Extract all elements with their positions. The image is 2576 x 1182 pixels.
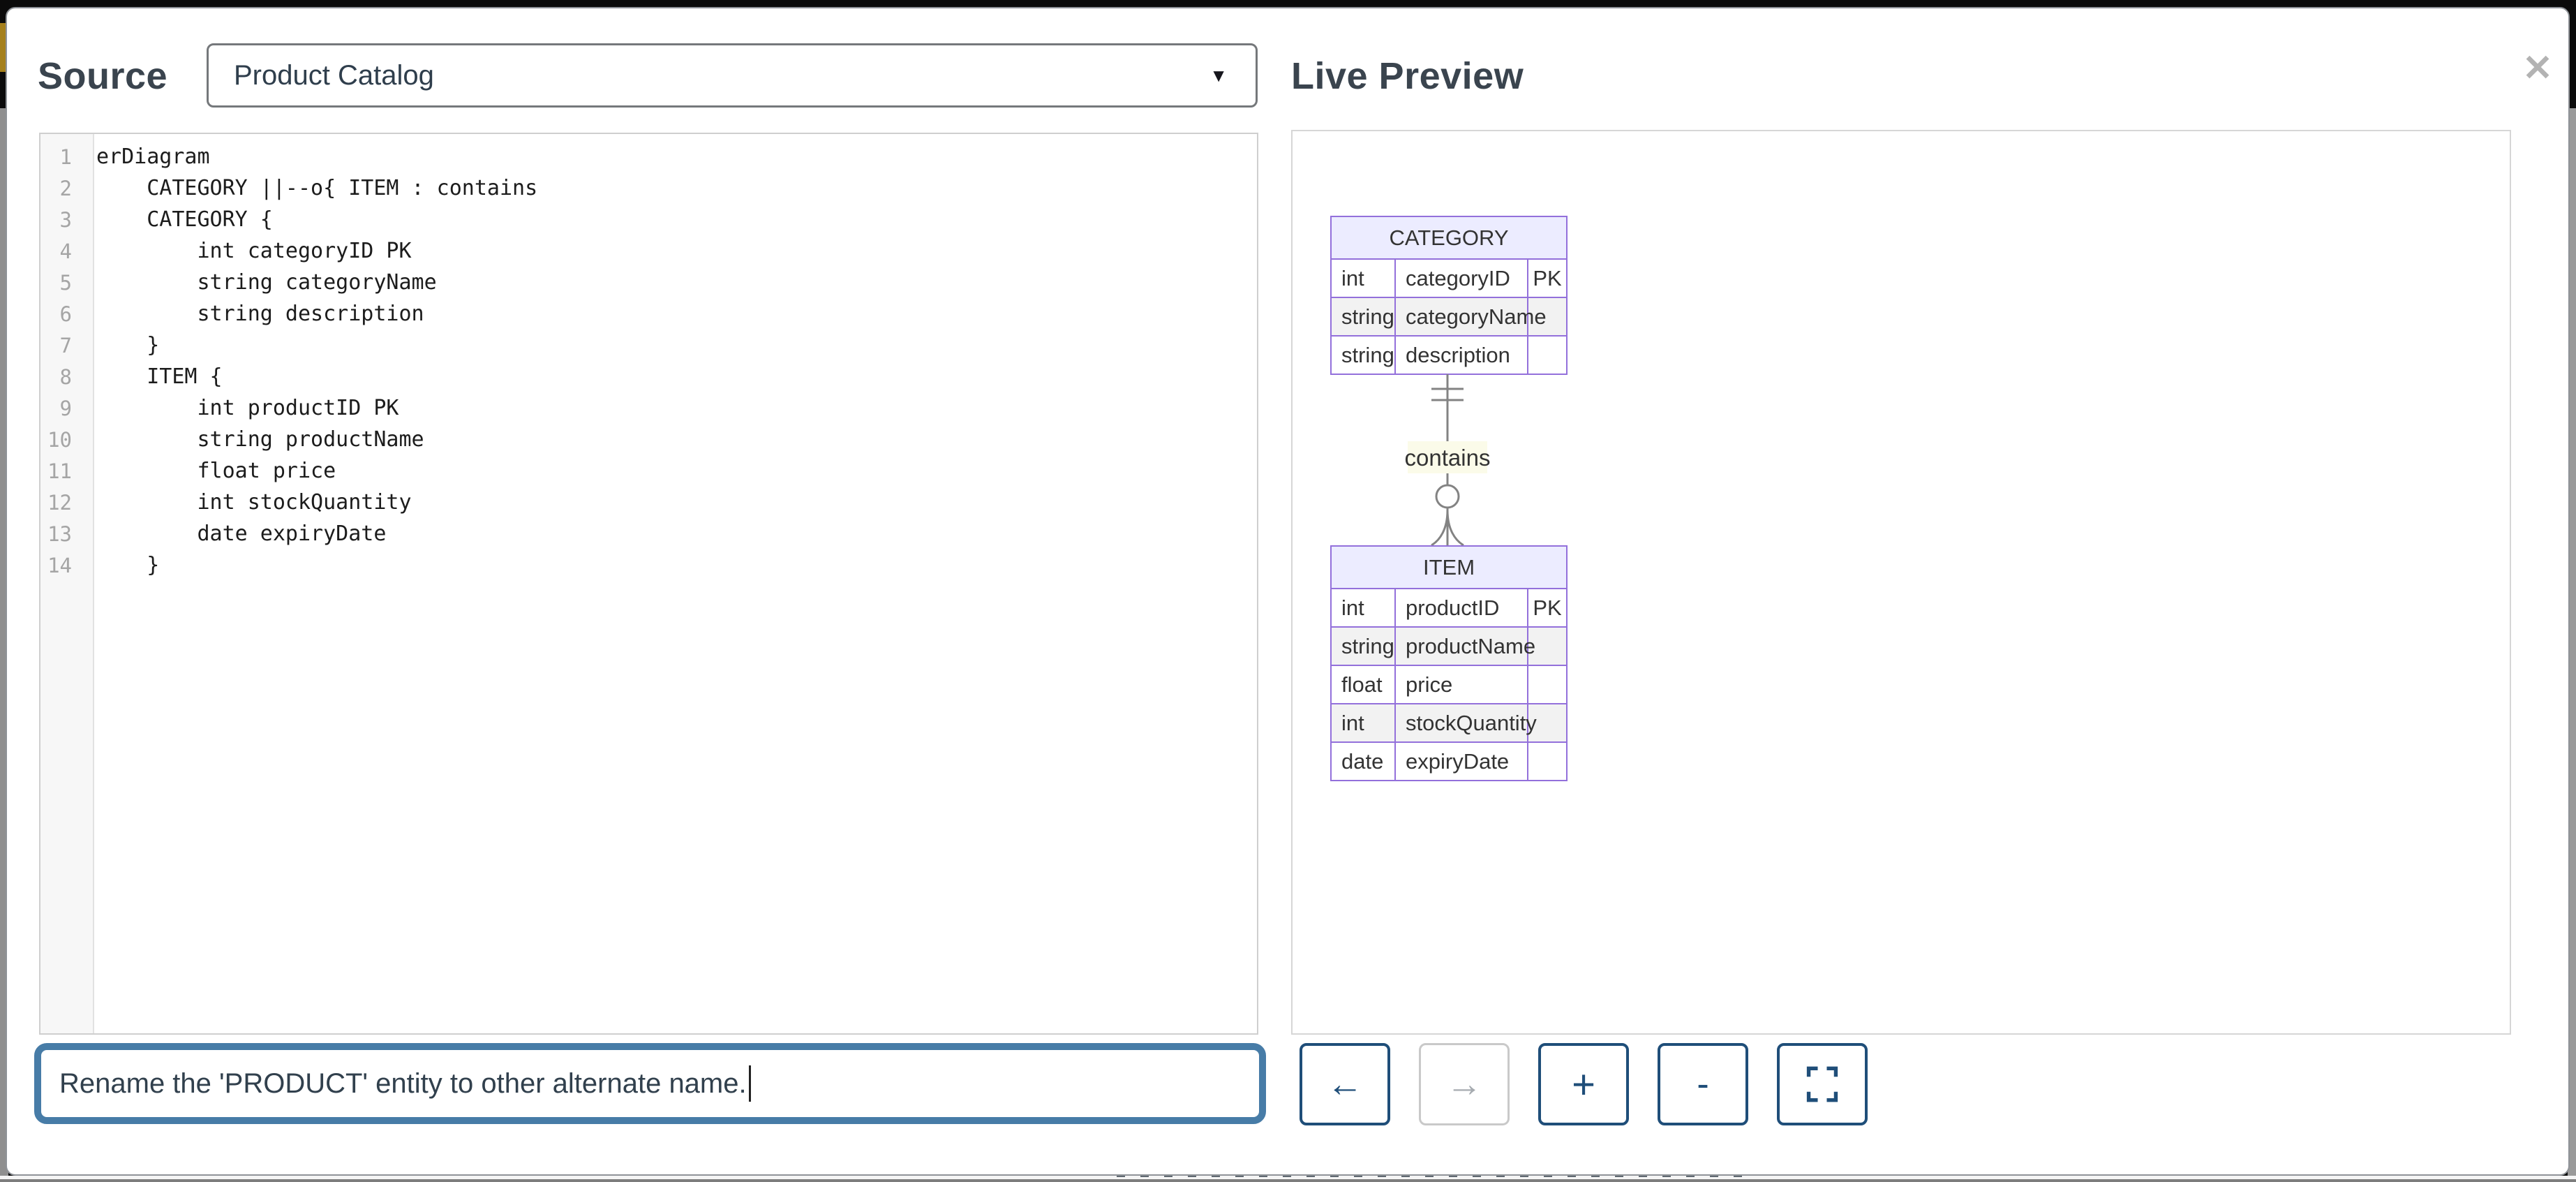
zoom-in-button[interactable]: + (1538, 1043, 1629, 1125)
cardinality-zero-circle (1435, 484, 1460, 509)
crow-foot-right (1446, 510, 1464, 545)
page-background-bottom-strip (0, 1174, 2576, 1182)
prompt-input-value: Rename the 'PRODUCT' entity to other alt… (59, 1068, 747, 1099)
page-background-logo-sliver (0, 23, 6, 72)
entity-category-table: CATEGORY int categoryID PK string catego… (1330, 216, 1568, 375)
entity-item-table: ITEM int productID PK string productName… (1330, 545, 1568, 781)
relationship-label: contains (1405, 445, 1491, 471)
arrow-left-icon: ← (1327, 1064, 1363, 1105)
code-line: 9 int productID PK (59, 396, 399, 420)
fullscreen-icon (1806, 1066, 1838, 1102)
code-line: 14 } (47, 553, 160, 577)
attribute-row: int categoryID PK (1330, 258, 1568, 298)
source-panel-title: Source (38, 55, 168, 97)
code-line: 12 int stockQuantity (47, 490, 412, 515)
code-line: 7 } (59, 333, 160, 357)
live-preview-canvas: CATEGORY int categoryID PK string catego… (1291, 130, 2511, 1035)
preview-controls: ← → + - (1300, 1043, 1868, 1125)
code-line: 4 int categoryID PK (59, 239, 412, 263)
code-line: 5 string categoryName (59, 270, 437, 295)
entity-category-title: CATEGORY (1330, 216, 1568, 260)
crow-foot-left (1431, 510, 1449, 545)
entity-item-title: ITEM (1330, 545, 1568, 589)
diagram-editor-modal: Source Product Catalog ▼ Live Preview ✕ … (6, 7, 2570, 1176)
close-button[interactable]: ✕ (2510, 40, 2566, 96)
line-number-gutter (40, 134, 94, 1033)
dropdown-selected-value: Product Catalog (234, 59, 434, 91)
code-line: 13 date expiryDate (47, 522, 387, 546)
attribute-row: string categoryName (1330, 297, 1568, 337)
attribute-row: int stockQuantity (1330, 703, 1568, 743)
forward-button[interactable]: → (1419, 1043, 1510, 1125)
code-line: 2 CATEGORY ||--o{ ITEM : contains (59, 176, 538, 200)
text-cursor (748, 1065, 751, 1102)
code-line: 3 CATEGORY { (59, 207, 273, 232)
code-line: 8 ITEM { (59, 364, 223, 389)
plus-icon: + (1572, 1061, 1595, 1107)
attribute-row: string productName (1330, 626, 1568, 666)
preview-panel-title: Live Preview (1291, 55, 1524, 97)
relationship-edge: contains (1405, 374, 1491, 545)
chevron-down-icon: ▼ (1209, 64, 1228, 86)
close-icon: ✕ (2522, 48, 2553, 89)
page-background-right (2568, 108, 2576, 1176)
code-line: 11 float price (47, 459, 336, 483)
fullscreen-button[interactable] (1777, 1043, 1868, 1125)
diagram-select-dropdown[interactable]: Product Catalog ▼ (207, 43, 1258, 108)
code-line: 10 string productName (47, 427, 424, 452)
attribute-row: string description (1330, 335, 1568, 375)
attribute-row: date expiryDate (1330, 741, 1568, 781)
attribute-row: float price (1330, 665, 1568, 704)
back-button[interactable]: ← (1300, 1043, 1390, 1125)
arrow-right-icon: → (1446, 1064, 1482, 1105)
zoom-out-button[interactable]: - (1658, 1043, 1748, 1125)
prompt-input[interactable]: Rename the 'PRODUCT' entity to other alt… (34, 1043, 1266, 1124)
relationship-label-bg (1408, 441, 1487, 473)
minus-icon: - (1697, 1064, 1709, 1105)
code-line: 6 string description (59, 302, 424, 326)
attribute-row: int productID PK (1330, 588, 1568, 628)
